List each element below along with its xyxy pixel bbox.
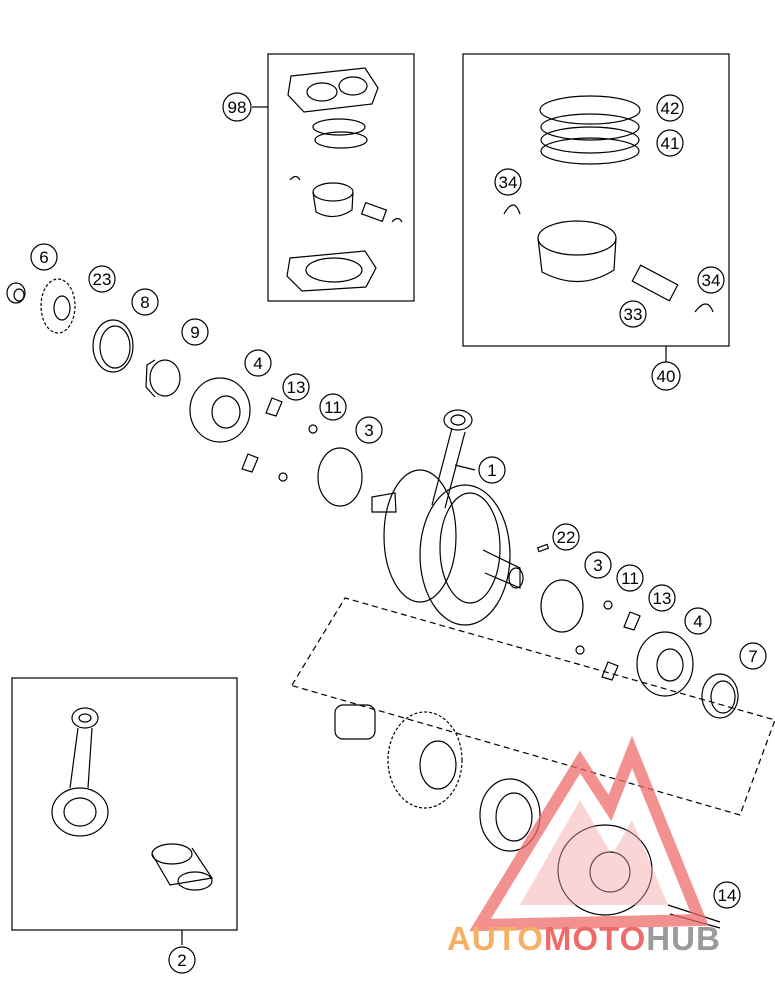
svg-text:14: 14: [718, 886, 737, 905]
connecting-rod: [51, 707, 109, 837]
svg-text:4: 4: [693, 612, 702, 631]
callout-42: 42: [656, 94, 684, 122]
svg-text:4: 4: [253, 354, 262, 373]
half-moon-key-right: [601, 611, 641, 681]
base-gasket: [286, 250, 377, 292]
callout-41: 41: [656, 129, 684, 157]
svg-text:13: 13: [287, 378, 306, 397]
svg-text:3: 3: [364, 421, 373, 440]
cylinder-head-gasket: [287, 67, 379, 113]
svg-text:41: 41: [661, 134, 680, 153]
screw-left: [278, 424, 318, 482]
svg-text:9: 9: [190, 323, 199, 342]
piston-kit-box: [462, 53, 730, 347]
svg-text:40: 40: [657, 367, 676, 386]
piston: [503, 204, 714, 313]
callout-9: 9: [181, 318, 209, 346]
spacer-ring: [92, 319, 134, 373]
conrod-kit-box: [11, 677, 238, 931]
callout-11b: 11: [616, 564, 644, 592]
svg-text:3: 3: [593, 556, 602, 575]
svg-text:11: 11: [324, 398, 342, 417]
callout-7: 7: [739, 642, 767, 670]
callout-4b: 4: [684, 607, 712, 635]
shim-ring-right: [540, 579, 584, 633]
svg-text:2: 2: [177, 951, 186, 970]
callout-11a: 11: [319, 393, 347, 421]
svg-text:98: 98: [228, 98, 247, 117]
svg-text:6: 6: [39, 248, 48, 267]
crankshaft: [371, 409, 524, 626]
callout-4a: 4: [244, 349, 272, 377]
callout-34a: 34: [494, 168, 522, 196]
svg-text:1: 1: [487, 461, 496, 480]
main-bearing-right: [636, 631, 694, 697]
svg-text:34: 34: [702, 271, 721, 290]
callout-1: 1: [478, 456, 506, 484]
watermark-logo-icon: [469, 735, 709, 932]
nut: [6, 282, 26, 304]
svg-text:23: 23: [93, 270, 112, 289]
small-piston: [289, 175, 403, 223]
svg-text:22: 22: [557, 528, 576, 547]
shim-ring-left: [317, 447, 363, 507]
svg-text:34: 34: [499, 173, 518, 192]
svg-text:33: 33: [624, 305, 643, 324]
starter-gear: [387, 711, 463, 809]
svg-text:11: 11: [621, 569, 639, 588]
callout-13b: 13: [648, 584, 676, 612]
svg-text:13: 13: [653, 589, 672, 608]
callout-3a: 3: [355, 416, 383, 444]
callout-40: 40: [651, 361, 681, 391]
svg-text:8: 8: [140, 293, 149, 312]
small-piston-rings: [312, 118, 368, 149]
callout-14: 14: [713, 881, 741, 909]
svg-text:42: 42: [661, 99, 680, 118]
callout-98: 98: [222, 92, 252, 122]
callout-3b: 3: [584, 551, 612, 579]
callout-2: 2: [168, 946, 196, 974]
callout-33: 33: [619, 300, 647, 328]
callout-6: 6: [30, 243, 58, 271]
shaft-seal: [701, 673, 739, 719]
watermark-text: AUTOMOTOHUB: [447, 920, 721, 957]
gasket-kit-box: [267, 53, 415, 302]
callout-8: 8: [131, 288, 159, 316]
callout-13a: 13: [282, 373, 310, 401]
screw-right: [575, 600, 613, 655]
pin: [536, 543, 550, 553]
main-bearing-left: [189, 377, 251, 443]
half-moon-key-left: [241, 397, 283, 473]
crank-gear: [40, 278, 76, 334]
callout-23: 23: [88, 265, 116, 293]
piston-rings: [539, 95, 641, 165]
callout-22: 22: [552, 523, 580, 551]
piston-pin: [151, 843, 214, 891]
svg-text:7: 7: [748, 647, 757, 666]
needle-bearing: [334, 704, 376, 740]
freewheel: [479, 778, 541, 852]
callout-34b: 34: [697, 266, 725, 294]
bushing: [145, 359, 181, 398]
callouts: 98 42 41 34 34 33 40 6 23 8 9 4 13 11 3 …: [30, 92, 767, 974]
